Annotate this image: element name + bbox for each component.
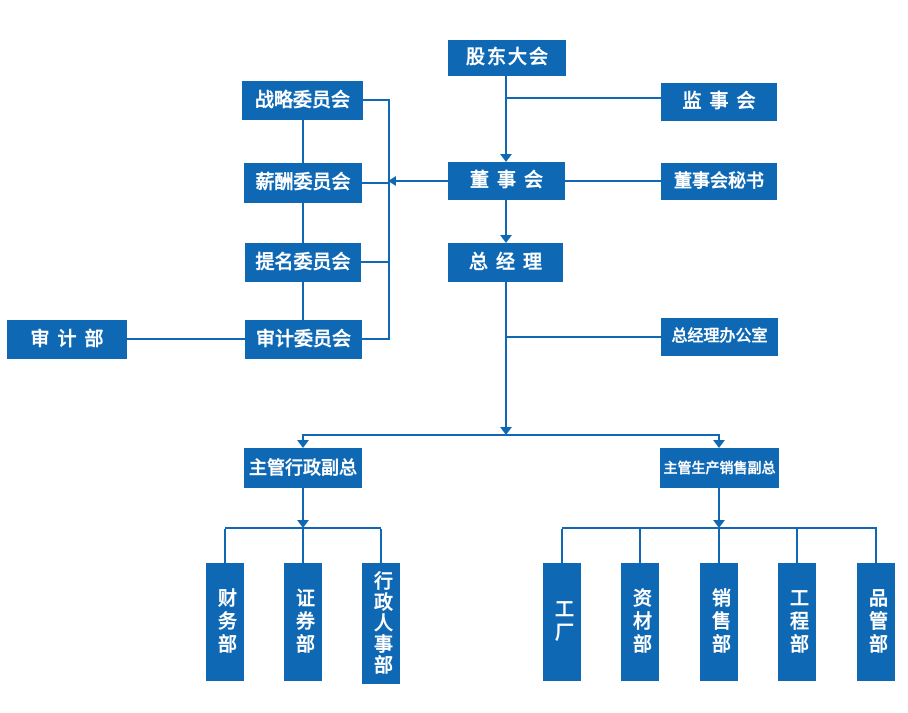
connector-stub-compensation — [362, 182, 389, 184]
connector-board-to-committees — [396, 180, 448, 182]
node-factory: 工厂 — [543, 563, 581, 681]
arrow-down-gm-split-icon — [500, 427, 512, 435]
connector-drop-admin-hr — [380, 529, 382, 563]
connector-supervisory-board — [506, 97, 661, 99]
connector-gm-trunk — [505, 282, 507, 427]
connector-admin-children-bar — [225, 527, 381, 529]
connector-compensation-nomination — [302, 203, 304, 243]
node-gm-office: 总经理办公室 — [661, 318, 778, 356]
connector-stub-nomination — [361, 261, 389, 263]
node-audit-department: 审计部 — [7, 320, 127, 359]
node-quality-dept: 品管部 — [857, 563, 895, 681]
connector-vp-admin-drop — [302, 434, 304, 441]
node-supervisory-board: 监事会 — [661, 83, 777, 121]
arrow-down-into-vp-admin-icon — [297, 440, 309, 448]
arrow-down-into-board-icon — [500, 154, 512, 162]
connector-vp-production-trunk — [718, 488, 720, 521]
connector-audit-department — [127, 338, 245, 340]
node-compensation-committee: 薪酬委员会 — [244, 163, 362, 203]
node-materials-dept: 资材部 — [621, 563, 659, 681]
node-nomination-committee: 提名委员会 — [245, 243, 361, 282]
connector-drop-sales — [718, 529, 720, 563]
node-securities-dept: 证券部 — [284, 563, 322, 681]
arrow-down-into-gm-icon — [500, 235, 512, 243]
arrow-left-into-committees-icon — [388, 176, 396, 186]
node-engineering-dept: 工程部 — [778, 563, 816, 681]
arrow-down-into-vp-production-icon — [713, 440, 725, 448]
node-vp-admin: 主管行政副总 — [244, 448, 362, 488]
node-board-secretary: 董事会秘书 — [661, 163, 777, 200]
node-shareholders-meeting: 股东大会 — [448, 40, 566, 76]
connector-drop-engineering — [796, 529, 798, 563]
connector-board-gm — [505, 200, 507, 235]
node-sales-dept: 销售部 — [700, 563, 738, 681]
connector-nomination-audit — [302, 282, 304, 320]
connector-stub-strategy — [363, 99, 389, 101]
node-audit-committee: 审计委员会 — [245, 320, 362, 359]
connector-vp-production-drop — [718, 434, 720, 441]
node-board-of-directors: 董事会 — [448, 162, 565, 200]
node-strategy-committee: 战略委员会 — [242, 81, 363, 120]
connector-board-secretary — [565, 180, 661, 182]
connector-drop-quality — [875, 529, 877, 563]
connector-drop-factory — [561, 529, 563, 563]
connector-strategy-compensation — [302, 120, 304, 163]
connector-drop-finance — [224, 529, 226, 563]
connector-gm-office — [506, 336, 661, 338]
node-admin-hr-dept: 行政人事部 — [362, 563, 400, 684]
connector-shareholders-trunk — [505, 76, 507, 154]
connector-production-children-bar — [562, 527, 877, 529]
node-general-manager: 总经理 — [448, 243, 563, 282]
connector-vp-split — [303, 434, 720, 436]
arrow-down-admin-children-icon — [297, 520, 309, 528]
connector-drop-securities — [302, 529, 304, 563]
node-finance-dept: 财务部 — [206, 563, 244, 681]
connector-stub-audit-committee — [362, 338, 389, 340]
node-vp-production-sales: 主管生产销售副总 — [660, 448, 779, 488]
connector-vp-admin-trunk — [302, 488, 304, 521]
connector-drop-materials — [639, 529, 641, 563]
arrow-down-production-children-icon — [713, 520, 725, 528]
connector-committee-spine — [388, 99, 390, 340]
